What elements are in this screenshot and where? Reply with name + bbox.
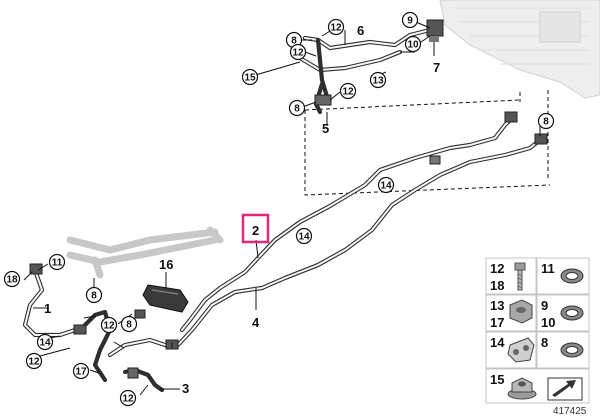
callout-12-top-c: 12 — [339, 82, 357, 100]
flange-nut-icon — [507, 377, 537, 400]
part-label-3: 3 — [182, 381, 189, 396]
callout-18-text: 18 — [6, 275, 18, 286]
callout-12-bottom-c: 12 — [119, 389, 137, 407]
callout-14-text: 14 — [298, 232, 310, 243]
part-label-7: 7 — [433, 60, 440, 75]
callout-13-text: 13 — [372, 76, 384, 87]
callout-14-mid: 14 — [295, 227, 313, 245]
callout-17-text: 17 — [75, 367, 87, 378]
callout-12-bottom-b: 12 — [25, 352, 43, 370]
callout-12-text: 12 — [292, 48, 304, 59]
callout-8-top-b: 8 — [288, 99, 306, 117]
callout-14-left: 14 — [36, 333, 54, 351]
callout-10-text: 10 — [407, 40, 419, 51]
callout-12-text: 12 — [28, 357, 40, 368]
leader-lines — [23, 21, 541, 396]
callout-11-text: 11 — [52, 258, 63, 269]
top-pipe-assembly — [297, 19, 444, 115]
callout-15-text: 15 — [244, 73, 256, 84]
o-ring-icon — [560, 268, 584, 284]
legend-label-13: 13 — [490, 298, 504, 313]
callout-8-text: 8 — [91, 291, 97, 302]
callout-8-bottom: 8 — [120, 315, 138, 333]
part-label-5: 5 — [322, 121, 329, 136]
callout-12-text: 12 — [103, 321, 115, 332]
legend-label-12: 12 — [490, 261, 504, 276]
callout-17-bottom: 17 — [72, 362, 90, 380]
callout-12-top-a: 12 — [327, 18, 345, 36]
highlight-box — [241, 213, 270, 244]
clip-icon — [507, 337, 535, 363]
part-label-6: 6 — [357, 23, 364, 38]
callout-18-left: 18 — [3, 270, 21, 288]
legend-label-8: 8 — [541, 335, 548, 350]
legend-panel: 12 18 11 13 17 9 10 14 8 15 — [485, 257, 590, 404]
legend-label-9: 9 — [541, 298, 548, 313]
callout-9-text: 9 — [407, 16, 413, 27]
callout-8-top-a: 8 — [285, 31, 303, 49]
callout-14-upper: 14 — [377, 176, 395, 194]
legend-label-11: 11 — [541, 261, 555, 276]
o-ring-small-icon — [560, 342, 584, 358]
callout-8-text: 8 — [294, 104, 300, 115]
part-label-2: 2 — [252, 223, 259, 238]
callout-14-text: 14 — [39, 338, 51, 349]
callout-12-text: 12 — [122, 394, 134, 405]
callout-12-bottom: 12 — [100, 316, 118, 334]
callout-8-text: 8 — [543, 117, 549, 128]
legend-label-14: 14 — [490, 335, 505, 350]
part-label-4: 4 — [252, 315, 260, 330]
legend-label-15: 15 — [490, 372, 504, 387]
legend-label-17: 17 — [490, 315, 504, 330]
nut-icon — [509, 299, 533, 324]
callout-8-left: 8 — [85, 286, 103, 304]
bracket-part-16 — [142, 284, 189, 313]
callout-12-text: 12 — [342, 87, 354, 98]
legend-cell-15 — [485, 368, 590, 404]
bolt-icon — [514, 262, 526, 291]
figure-reference-number: 417425 — [553, 406, 587, 417]
legend-label-18: 18 — [490, 278, 504, 293]
callout-8-right: 8 — [537, 112, 555, 130]
callout-11-left: 11 — [48, 253, 66, 271]
seal-ring-icon — [560, 305, 584, 321]
ghost-pipe-left — [66, 226, 224, 279]
callout-15-top: 15 — [241, 68, 259, 86]
callout-10-top: 10 — [404, 35, 422, 53]
legend-label-10: 10 — [541, 315, 555, 330]
main-pipes — [175, 111, 548, 348]
dashed-reference-frame — [304, 90, 551, 196]
callout-13-top: 13 — [369, 71, 387, 89]
callout-12-top-b: 12 — [289, 43, 307, 61]
legend-cell-12-18 — [485, 257, 537, 295]
part-label-16: 16 — [159, 257, 173, 272]
callout-8-text: 8 — [291, 36, 297, 47]
engine-block-ghost — [439, 0, 600, 99]
callout-14-text: 14 — [380, 181, 392, 192]
callout-9-top: 9 — [401, 11, 419, 29]
part-label-1: 1 — [44, 301, 51, 316]
callout-8-text: 8 — [126, 320, 132, 331]
arrow-icon — [547, 377, 583, 401]
callout-12-text: 12 — [330, 23, 342, 34]
